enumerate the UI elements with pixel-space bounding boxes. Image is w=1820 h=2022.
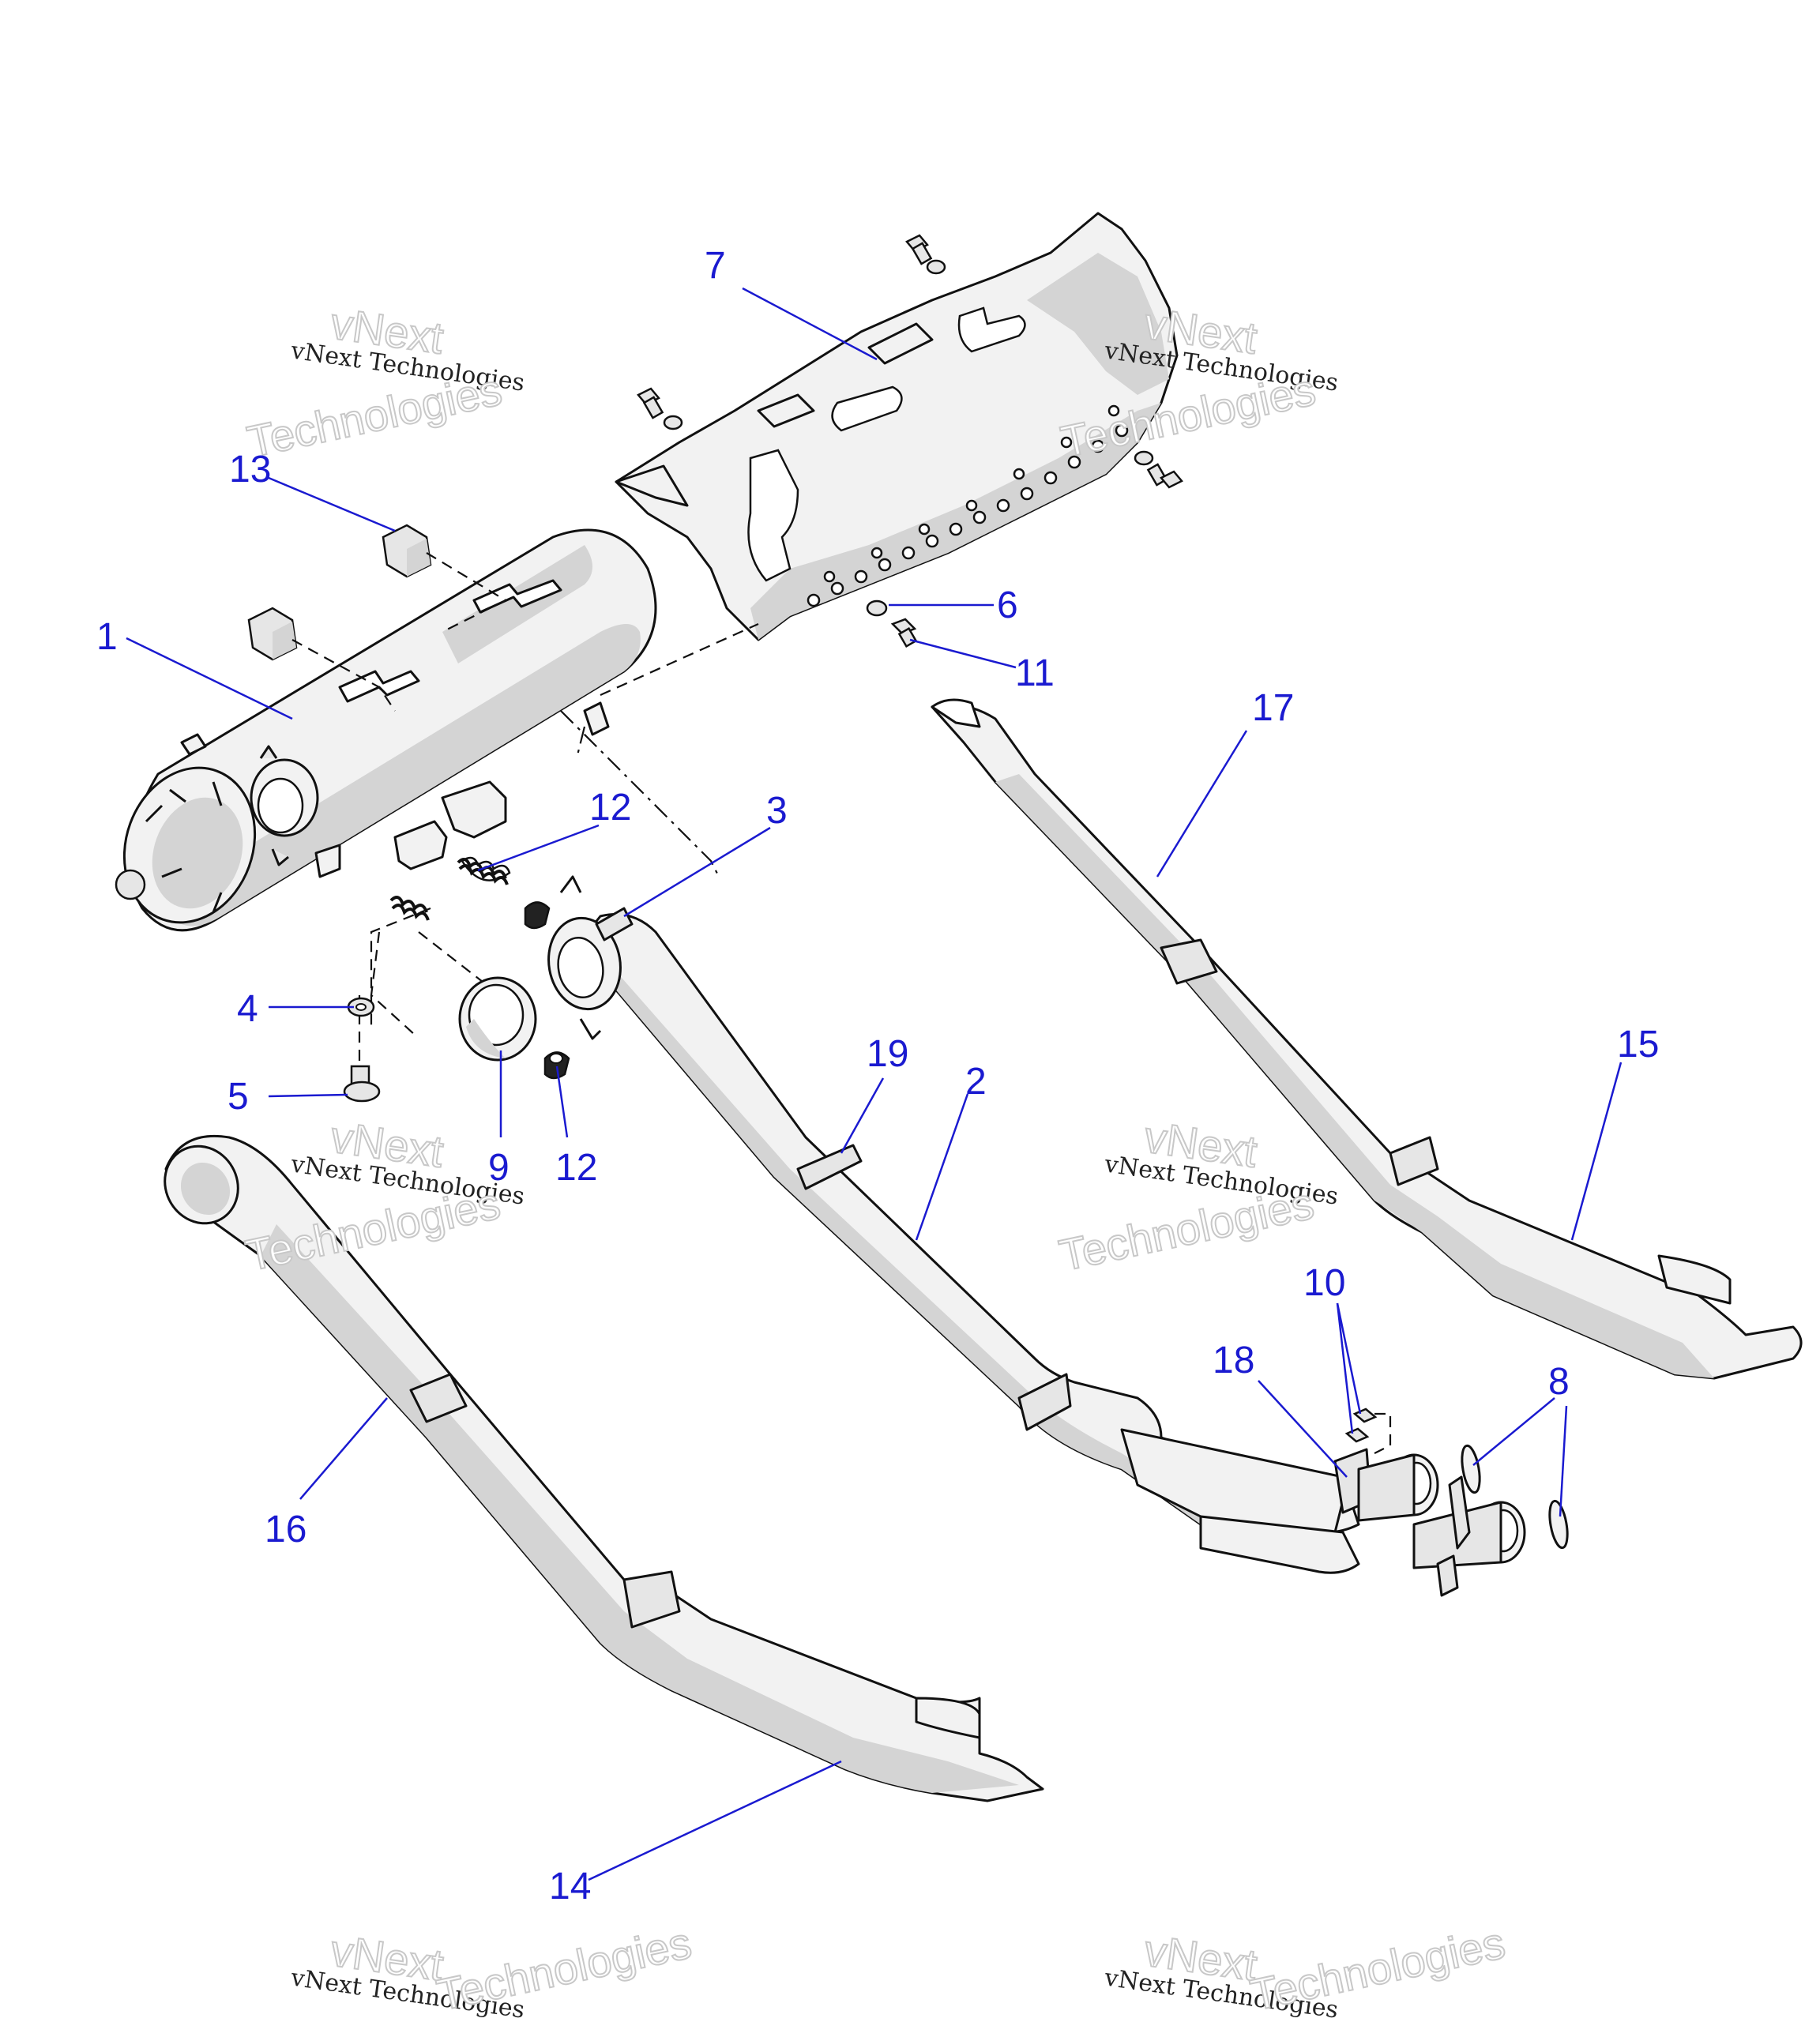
callout-4[interactable]: 4 <box>237 988 258 1030</box>
bolt-5 <box>343 1065 381 1103</box>
heat-shield-bolt-top <box>905 234 946 275</box>
spring-12-muffler-right <box>457 856 511 885</box>
gasket-ring-9 <box>458 976 537 1062</box>
rubber-isolator-13a <box>382 524 432 578</box>
callout-10[interactable]: 10 <box>1303 1262 1345 1304</box>
callout-7[interactable]: 7 <box>705 245 726 287</box>
watermark-word: Technologies <box>433 1918 696 2020</box>
washer-6 <box>866 599 888 617</box>
rubber-isolator-13b <box>247 607 298 661</box>
heat-shield <box>615 212 1179 641</box>
tailpipe-right <box>931 698 1803 1380</box>
spring-cap-lower-12 <box>543 1051 570 1080</box>
exhaust-gasket-8b <box>1548 1499 1569 1550</box>
muffler <box>115 528 657 932</box>
callout-11[interactable]: 11 <box>1015 652 1055 694</box>
callout-17[interactable]: 17 <box>1252 687 1294 729</box>
assembly-lines <box>291 552 1392 1454</box>
callout-1[interactable]: 1 <box>96 616 118 658</box>
exhaust-gasket-8a <box>1461 1444 1481 1494</box>
callout-3[interactable]: 3 <box>766 790 788 832</box>
watermark-mid-right-word: Technologies <box>1055 1177 1319 1281</box>
callout-16[interactable]: 16 <box>265 1509 306 1550</box>
nut-10a <box>1352 1408 1378 1423</box>
callout-12-lower[interactable]: 12 <box>555 1147 597 1189</box>
tailpipe-left <box>164 1134 1044 1802</box>
leader-lines <box>126 287 1623 1881</box>
watermark-word: Technologies <box>1247 1918 1510 2020</box>
head-pipe <box>547 875 1526 1597</box>
watermark-top-right: vNext vNext Technologies <box>1102 297 1340 397</box>
callout-13[interactable]: 13 <box>229 449 271 490</box>
callout-18[interactable]: 18 <box>1213 1340 1254 1381</box>
spring-cap-upper <box>524 901 551 930</box>
callout-15[interactable]: 15 <box>1617 1024 1659 1065</box>
watermark-bottom-left-word: Technologies <box>432 1917 697 2021</box>
callout-2[interactable]: 2 <box>965 1061 987 1103</box>
spring-12-muffler-left <box>389 896 430 921</box>
callout-6[interactable]: 6 <box>997 584 1018 626</box>
heat-shield-vent-holes <box>807 404 1129 607</box>
callout-labels: 1 2 3 4 5 6 7 8 9 10 11 12 12 13 14 15 1… <box>96 245 1659 1907</box>
watermark-top-left-word: Technologies <box>243 363 507 468</box>
callout-8[interactable]: 8 <box>1548 1361 1570 1403</box>
nut-10b <box>1344 1427 1370 1443</box>
watermark-bottom-right-word: Technologies <box>1246 1917 1510 2021</box>
bolt-11 <box>890 618 918 648</box>
heat-shield-bolt-right <box>1134 450 1183 489</box>
callout-9[interactable]: 9 <box>488 1147 510 1189</box>
callout-14[interactable]: 14 <box>549 1866 591 1907</box>
watermark-word: Technologies <box>243 364 506 467</box>
callout-5[interactable]: 5 <box>228 1076 249 1118</box>
watermark-brand: vNext <box>328 1111 447 1176</box>
callout-12-upper[interactable]: 12 <box>589 787 631 829</box>
callout-19[interactable]: 19 <box>867 1033 908 1075</box>
heat-shield-bolt-left <box>637 387 683 430</box>
watermark-word: Technologies <box>1055 1178 1318 1280</box>
